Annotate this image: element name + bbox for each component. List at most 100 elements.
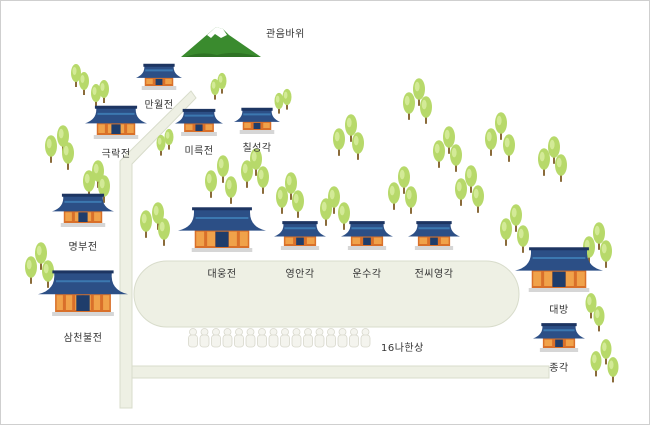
label-daebang[interactable]: 대방 bbox=[549, 305, 569, 316]
tree-icon bbox=[472, 185, 484, 213]
building-jonggak[interactable] bbox=[533, 323, 585, 352]
tree-icon bbox=[210, 78, 220, 100]
label-geungnakjeon[interactable]: 극락전 bbox=[101, 149, 131, 160]
tree-icon bbox=[164, 128, 174, 150]
tree-icon bbox=[420, 96, 432, 124]
tree-icon bbox=[500, 218, 512, 246]
tree-icon bbox=[71, 64, 81, 87]
side-path bbox=[119, 90, 197, 409]
tree-icon bbox=[62, 142, 74, 170]
building-daeungjeon[interactable] bbox=[178, 207, 266, 252]
mountain-icon[interactable] bbox=[181, 27, 261, 57]
tree-icon bbox=[495, 112, 507, 140]
tree-icon bbox=[398, 166, 410, 194]
tree-icon bbox=[600, 339, 612, 365]
tree-icon bbox=[99, 80, 109, 103]
arhat-statue-icon bbox=[199, 328, 210, 348]
building-chilseonggak[interactable] bbox=[234, 107, 280, 134]
building-yeongangak[interactable] bbox=[274, 221, 326, 250]
tree-icon bbox=[328, 186, 340, 214]
building-manwoljeon[interactable] bbox=[136, 63, 182, 90]
arhat-statue-icon bbox=[268, 328, 279, 348]
tree-icon bbox=[320, 198, 332, 226]
label-jeonssiyeonggak[interactable]: 전씨영각 bbox=[414, 269, 454, 280]
arhat-statues bbox=[188, 328, 371, 348]
tree-icon bbox=[25, 256, 37, 284]
tree-icon bbox=[91, 84, 101, 107]
arhat-statue-icon bbox=[280, 328, 290, 348]
tree-icon bbox=[241, 160, 253, 188]
arhat-statue-icon bbox=[314, 328, 325, 348]
arhat-statue-icon bbox=[337, 328, 348, 348]
arhat-statue-icon bbox=[211, 328, 221, 348]
lower-path bbox=[131, 365, 550, 379]
tree-icon bbox=[555, 154, 567, 182]
tree-icon bbox=[217, 72, 227, 94]
tree-icon bbox=[98, 175, 110, 203]
building-daebang[interactable] bbox=[515, 247, 603, 292]
tree-icon bbox=[79, 72, 89, 95]
tree-icon bbox=[593, 306, 605, 332]
buildings bbox=[38, 63, 603, 352]
label-samcheonbuljeon[interactable]: 삼천불전 bbox=[63, 333, 103, 344]
trees bbox=[25, 64, 619, 383]
tree-icon bbox=[45, 135, 57, 163]
tree-icon bbox=[590, 351, 602, 377]
tree-icon bbox=[413, 78, 425, 106]
arhat-statue-icon bbox=[245, 328, 256, 348]
main-courtyard bbox=[133, 260, 520, 328]
tree-icon bbox=[593, 222, 605, 250]
arhat-statue-icon bbox=[188, 328, 198, 348]
label-mireukjeon[interactable]: 미륵전 bbox=[184, 146, 214, 157]
tree-icon bbox=[338, 202, 350, 230]
tree-icon bbox=[250, 148, 262, 176]
tree-icon bbox=[503, 134, 515, 162]
tree-icon bbox=[158, 218, 170, 246]
tree-icon bbox=[517, 225, 529, 253]
tree-icon bbox=[403, 92, 415, 120]
tree-icon bbox=[455, 178, 467, 206]
building-jeonssiyeonggak[interactable] bbox=[408, 221, 460, 250]
arhat-statue-icon bbox=[326, 328, 336, 348]
tree-icon bbox=[217, 155, 229, 183]
building-samcheonbuljeon[interactable] bbox=[38, 270, 128, 316]
tree-icon bbox=[285, 172, 297, 200]
tree-icon bbox=[548, 136, 560, 164]
tree-icon bbox=[450, 144, 462, 172]
building-myeongbujeon[interactable] bbox=[52, 193, 114, 227]
arhat-statue-icon bbox=[303, 328, 313, 348]
building-mireukjeon[interactable] bbox=[175, 108, 223, 136]
label-gwaneum-rock[interactable]: 관음바위 bbox=[266, 29, 305, 40]
label-manwoljeon[interactable]: 만월전 bbox=[144, 100, 174, 111]
tree-icon bbox=[292, 190, 304, 218]
tree-icon bbox=[345, 114, 357, 142]
tree-icon bbox=[276, 186, 288, 214]
tree-icon bbox=[485, 128, 497, 156]
label-unsugak[interactable]: 운수각 bbox=[352, 269, 382, 280]
arhat-statue-icon bbox=[360, 328, 371, 348]
tree-icon bbox=[538, 148, 550, 176]
label-yeongangak[interactable]: 영안각 bbox=[285, 269, 315, 280]
tree-icon bbox=[510, 204, 522, 232]
tree-icon bbox=[585, 293, 597, 319]
arhat-statue-icon bbox=[234, 328, 244, 348]
tree-icon bbox=[607, 357, 619, 383]
arhat-statue-icon bbox=[291, 328, 302, 348]
label-nahansang[interactable]: 16나한상 bbox=[381, 343, 424, 354]
label-daeungjeon[interactable]: 대웅전 bbox=[207, 269, 237, 280]
tree-icon bbox=[152, 202, 164, 230]
paths bbox=[119, 90, 550, 409]
label-chilseonggak[interactable]: 칠성각 bbox=[242, 143, 272, 154]
tree-icon bbox=[274, 92, 284, 114]
building-unsugak[interactable] bbox=[341, 221, 393, 250]
arhat-statue-icon bbox=[257, 328, 267, 348]
label-myeongbujeon[interactable]: 명부전 bbox=[68, 242, 98, 253]
building-geungnakjeon[interactable] bbox=[85, 105, 147, 139]
label-jonggak[interactable]: 종각 bbox=[549, 363, 569, 374]
tree-icon bbox=[205, 170, 217, 198]
tree-icon bbox=[83, 170, 95, 198]
tree-icon bbox=[140, 210, 152, 238]
tree-icon bbox=[352, 132, 364, 160]
tree-icon bbox=[257, 166, 269, 194]
